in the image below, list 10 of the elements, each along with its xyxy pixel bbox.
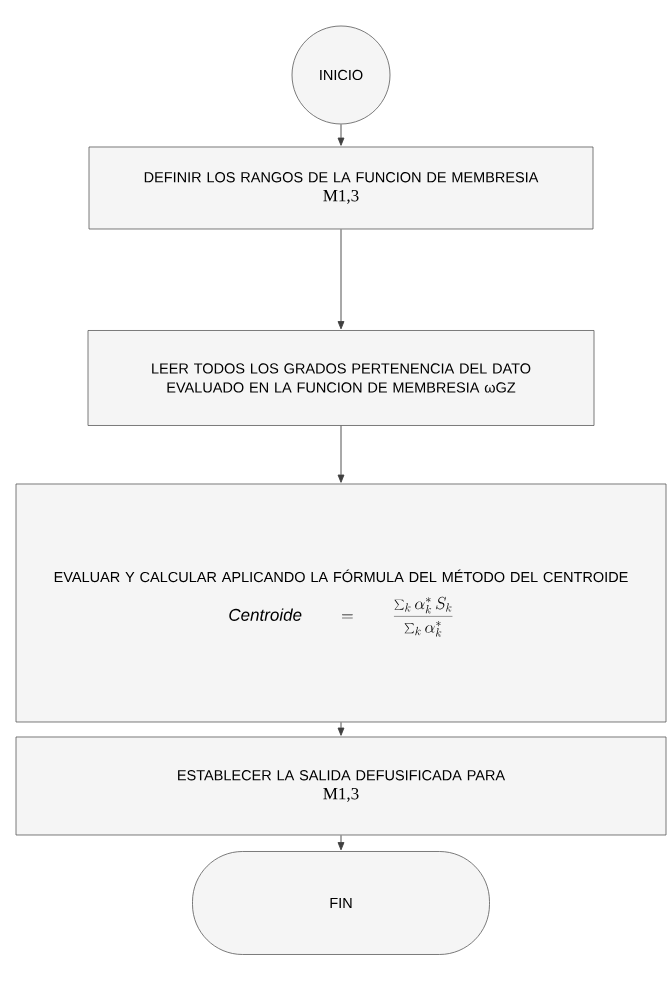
arrow xyxy=(337,228,345,330)
arrow xyxy=(337,425,345,483)
arrow xyxy=(337,123,345,146)
process-box: DEFINIR LOS RANGOS DE LA FUNCION DE MEMBRESIA M1,3 xyxy=(88,146,594,230)
end-terminator: FIN xyxy=(192,851,490,955)
arrow xyxy=(337,721,345,736)
process-box: EVALUAR Y CALCULAR APLICANDO LA FÓRMULA DEL MÉTODO DEL CENTROIDE $\mathit{Centroide} = \frac{\sum_k \alpha_k^{*}\, S_k}{\sum_k \alpha_k^{*}}$ xyxy=(15,483,667,723)
arrow xyxy=(337,834,345,851)
process-box: LEER TODOS LOS GRADOS PERTENENCIA DEL DATO EVALUADO EN LA FUNCION DE MEMBRESIA ωGZ xyxy=(87,330,595,426)
process-box: ESTABLECER LA SALIDA DEFUSIFICADA PARA M1,3 xyxy=(15,736,667,836)
